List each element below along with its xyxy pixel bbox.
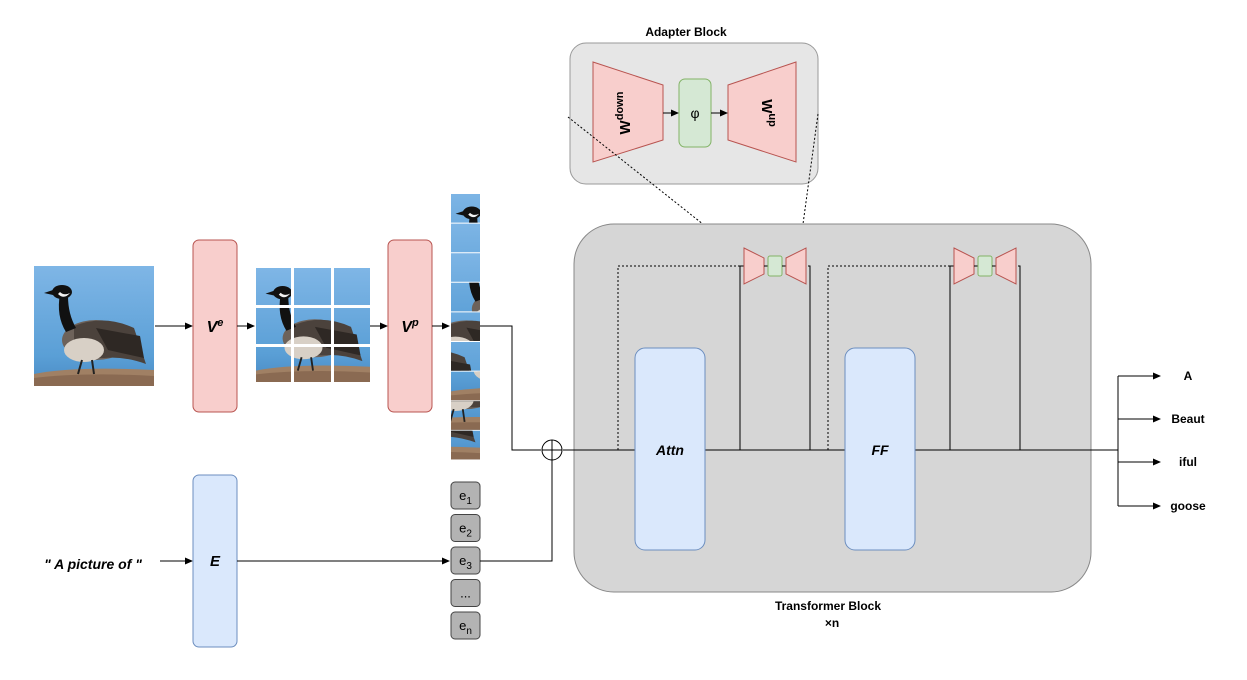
w-down-label: Wdown xyxy=(614,91,634,134)
output-token-label: goose xyxy=(1170,499,1206,513)
attn-block xyxy=(634,347,706,551)
embedding-token-label: e2 xyxy=(459,521,472,540)
embedding-token: e3 xyxy=(450,546,481,575)
phi-label: φ xyxy=(690,105,699,121)
image-patch-grid xyxy=(256,268,370,382)
vision-projector-label: Vp xyxy=(401,317,419,336)
vision-encoder-label: Ve xyxy=(207,317,224,336)
embedding-token-label: e3 xyxy=(459,553,472,572)
w-up-trapezoid xyxy=(727,61,797,163)
mini-adapter-1 xyxy=(743,247,807,285)
sum-operator xyxy=(541,439,563,461)
embedding-token-label: en xyxy=(459,618,472,637)
mini-adapter-2 xyxy=(953,247,1017,285)
transformer-title: Transformer Block xyxy=(775,599,881,613)
ff-label: FF xyxy=(871,442,889,458)
adapter-block-title: Adapter Block xyxy=(645,25,727,39)
output-token-label: iful xyxy=(1179,455,1197,469)
embedding-token-label: e1 xyxy=(459,488,472,507)
embedding-token: e2 xyxy=(450,514,481,542)
attn-label: Attn xyxy=(655,442,684,458)
w-down-trapezoid xyxy=(592,61,664,163)
embedding-token: ... xyxy=(450,579,481,607)
input-goose-image xyxy=(34,266,154,386)
output-tokens: A Beaut iful goose xyxy=(1117,369,1206,513)
adapter-block: Adapter Block Wdown φ Wup xyxy=(569,25,819,185)
text-encoder-label: E xyxy=(210,553,221,570)
output-token-label: A xyxy=(1184,369,1193,383)
embedding-token: en xyxy=(450,611,481,640)
embedding-token-label: ... xyxy=(460,586,471,601)
w-up-label: Wup xyxy=(758,99,778,127)
output-token-label: Beaut xyxy=(1171,412,1204,426)
ff-block xyxy=(844,347,916,551)
transformer-repeat: ×n xyxy=(825,616,839,630)
input-text: " A picture of " xyxy=(44,556,142,572)
text-embedding-column: e1 e2 e3... en xyxy=(450,481,481,640)
transformer-block: Attn FF Transformer Block ×n xyxy=(563,223,1118,630)
embedding-token: e1 xyxy=(450,481,481,510)
